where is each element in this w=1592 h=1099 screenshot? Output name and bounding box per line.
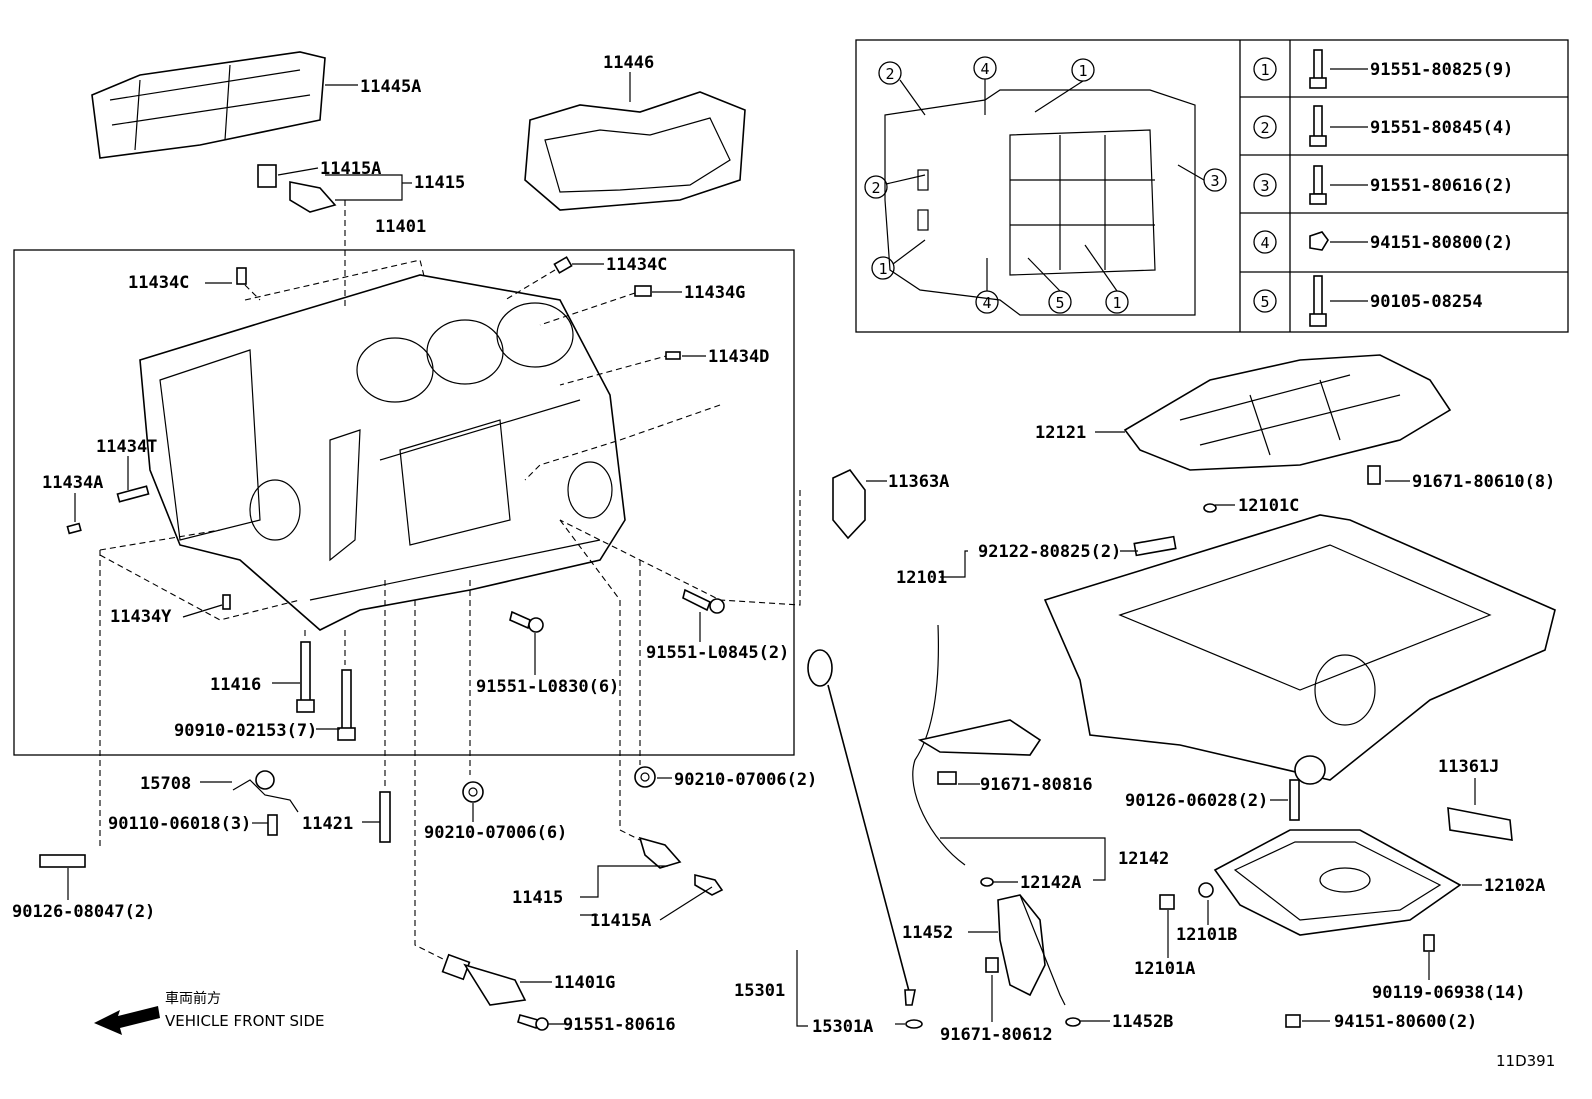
label-11421: 11421 [302, 814, 353, 834]
label-11452: 11452 [902, 923, 953, 943]
label-12101C: 12101C [1238, 496, 1299, 516]
label-11363A: 11363A [888, 472, 949, 492]
inset-callouts: 2 4 1 2 3 1 4 5 1 [864, 56, 1227, 314]
part-labels: 11445A 11446 11415A 11415 11401 11434C 1… [12, 53, 1555, 1045]
inset-callout-3: 3 [1210, 172, 1219, 190]
label-94151-80600: 94151-80600(2) [1334, 1012, 1477, 1032]
bolt-table-part-3: 91551-80616(2) [1370, 176, 1513, 196]
label-15301A: 15301A [812, 1017, 873, 1037]
label-11401G: 11401G [554, 973, 615, 993]
label-11452B: 11452B [1112, 1012, 1173, 1032]
label-11361J: 11361J [1438, 757, 1499, 777]
label-90910-02153: 90910-02153(7) [174, 721, 317, 741]
vehicle-front-jp: 車両前方 [165, 990, 221, 1007]
label-11446: 11446 [603, 53, 654, 73]
label-12142: 12142 [1118, 849, 1169, 869]
timing-cover-insulator-drawing [91, 51, 326, 159]
label-12101A: 12101A [1134, 959, 1195, 979]
label-15708: 15708 [140, 774, 191, 794]
inset-callout-1c: 1 [1112, 294, 1121, 312]
label-12102A: 12102A [1484, 876, 1545, 896]
label-12101B: 12101B [1176, 925, 1237, 945]
bolt-table-num-3: 3 [1260, 177, 1269, 195]
oil-strainer-drawing [985, 894, 1081, 1027]
inset-callout-5: 5 [1055, 294, 1064, 312]
label-12121: 12121 [1035, 423, 1086, 443]
vehicle-front-en: VEHICLE FRONT SIDE [165, 1012, 325, 1030]
label-90126-08047: 90126-08047(2) [12, 902, 155, 922]
bolt-table-num-5: 5 [1260, 293, 1269, 311]
label-11434T: 11434T [96, 437, 157, 457]
label-91551-L0845: 91551-L0845(2) [646, 643, 789, 663]
oil-pan-no2-drawing [1159, 779, 1513, 1028]
small-pins-drawing [66, 256, 681, 610]
label-92122-80825: 92122-80825(2) [978, 542, 1121, 562]
label-11416: 11416 [210, 675, 261, 695]
dipstick-drawing [807, 649, 923, 1029]
label-11415A-top: 11415A [320, 159, 381, 179]
bolt-table-num-1: 1 [1260, 61, 1269, 79]
bolt-table-num-2: 2 [1260, 119, 1269, 137]
bolt-table-part-1: 91551-80825(9) [1370, 60, 1513, 80]
label-11434Y: 11434Y [110, 607, 172, 627]
gasket-11446-drawing [524, 91, 746, 211]
diagram-code: 11D391 [1496, 1052, 1555, 1070]
label-11434A: 11434A [42, 473, 103, 493]
block-bolts-drawing [296, 588, 725, 741]
label-91551-80616: 91551-80616 [563, 1015, 676, 1035]
label-11401: 11401 [375, 217, 426, 237]
baffle-plate-drawing [1123, 354, 1452, 485]
label-90110-06018: 90110-06018(3) [108, 814, 251, 834]
label-90119-06938: 90119-06938(14) [1372, 983, 1526, 1003]
bolt-table-part-4: 94151-80800(2) [1370, 233, 1513, 253]
bolt-inset-frame [855, 39, 1569, 333]
inset-callout-1b: 1 [878, 260, 887, 278]
label-11434C-right: 11434C [606, 255, 667, 275]
inset-callout-4a: 4 [980, 60, 989, 78]
label-91671-80610: 91671-80610(8) [1412, 472, 1555, 492]
oil-pan-no1-drawing [1043, 503, 1556, 785]
bolt-table-part-5: 90105-08254 [1370, 292, 1483, 312]
label-12101: 12101 [896, 568, 947, 588]
label-15301: 15301 [734, 981, 785, 1001]
label-11434D: 11434D [708, 347, 769, 367]
label-91671-80612: 91671-80612 [940, 1025, 1053, 1045]
label-11445A: 11445A [360, 77, 421, 97]
cylinder-block-drawing [139, 274, 626, 631]
bolt-table: 1 91551-80825(9) 2 91551-80845(4) 3 9155… [1253, 49, 1513, 327]
dipstick-guide-drawing [912, 624, 1042, 887]
label-11434G: 11434G [684, 283, 745, 303]
bolt-table-num-4: 4 [1260, 234, 1269, 252]
inset-callout-1a: 1 [1078, 62, 1087, 80]
label-11415-bottom: 11415 [512, 888, 563, 908]
bolt-table-part-2: 91551-80845(4) [1370, 118, 1513, 138]
label-90210-07006-6: 90210-07006(6) [424, 823, 567, 843]
label-11415A-bottom: 11415A [590, 911, 651, 931]
lower-left-parts-drawing [39, 468, 866, 1031]
engine-block-frame [13, 249, 795, 756]
front-arrow-icon [94, 1006, 160, 1035]
knock-sensor-top-drawing [257, 164, 337, 213]
label-11415-top: 11415 [414, 173, 465, 193]
label-91671-80816: 91671-80816 [980, 775, 1093, 795]
label-91551-L0830: 91551-L0830(6) [476, 677, 619, 697]
inset-pan-bolt-map-drawing [884, 89, 1196, 316]
washers-drawing [462, 766, 656, 803]
inset-callout-4b: 4 [982, 294, 991, 312]
inset-callout-2b: 2 [871, 179, 880, 197]
label-12142A: 12142A [1020, 873, 1081, 893]
inset-callout-2a: 2 [885, 65, 894, 83]
label-leaders [67, 72, 1482, 1027]
vehicle-front-indicator: 車両前方 VEHICLE FRONT SIDE [94, 990, 325, 1035]
label-90210-07006-2: 90210-07006(2) [674, 770, 817, 790]
dashed-leader-lines [99, 200, 801, 961]
label-90126-06028: 90126-06028(2) [1125, 791, 1268, 811]
label-11434C-left: 11434C [128, 273, 189, 293]
